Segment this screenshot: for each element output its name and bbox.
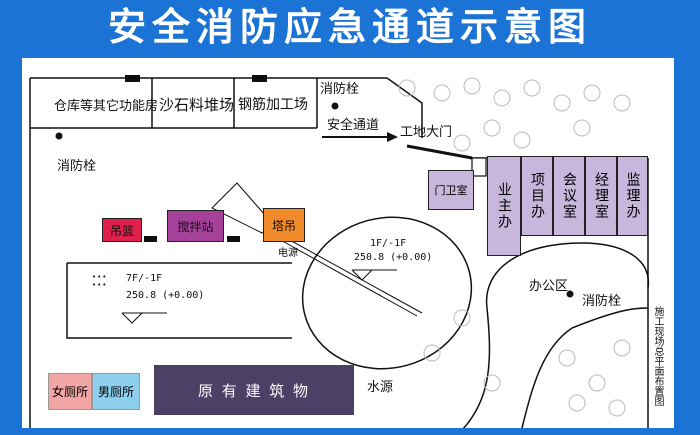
supervisor-office: 监理办 — [617, 156, 648, 236]
site-gate-label: 工地大门 — [400, 125, 453, 140]
office-area-label: 办公区 — [529, 279, 569, 294]
warehouse-label: 仓库等其它功能房 — [54, 99, 159, 114]
hanging-basket: 吊篮 — [102, 218, 142, 242]
gate-post — [471, 157, 487, 177]
mens-toilet: 男厕所 — [92, 373, 140, 410]
supervisor-office-label: 监理办 — [624, 172, 641, 220]
manager-room: 经理室 — [585, 156, 617, 236]
crane-jib — [276, 232, 423, 314]
equipment-mark — [227, 236, 240, 242]
project-office: 项目办 — [521, 156, 553, 236]
owner-office: 业主办 — [487, 156, 521, 256]
sand-yard-label: 沙石料堆场 — [159, 96, 235, 114]
road-curve — [521, 327, 573, 428]
crane-floor-label: 1F/-1F — [370, 238, 407, 249]
equipment-mark — [125, 75, 140, 82]
crane-radius — [301, 216, 473, 370]
meeting-room: 会议室 — [553, 156, 585, 236]
power-source-label: 电源 — [278, 248, 298, 259]
site-plan-panel: 仓库等其它功能房 沙石料堆场 钢筋加工场 消防栓 安全通道 工地大门 消防栓 门… — [22, 58, 674, 428]
tower-crane: 塔吊 — [263, 208, 305, 242]
womens-toilet-label: 女厕所 — [51, 385, 88, 399]
page-title: 安全消防应急通道示意图 — [107, 5, 592, 49]
water-source-label: 水源 — [367, 380, 394, 395]
manager-room-label: 经理室 — [593, 172, 609, 220]
existing-building: 原 有 建 筑 物 — [154, 365, 354, 415]
safety-passage-label: 安全通道 — [327, 118, 380, 133]
site-plan-drawing — [29, 77, 650, 428]
equipment-mark — [252, 75, 267, 82]
rebar-yard-label: 钢筋加工场 — [238, 97, 308, 113]
owner-office-label: 业主办 — [496, 182, 512, 230]
mixing-station: 搅拌站 — [167, 210, 224, 242]
hydrant-dot — [566, 290, 574, 298]
tree-decor — [398, 77, 631, 417]
dots-mark: •••••• — [92, 273, 108, 289]
crane-jib — [276, 237, 418, 317]
bldg-floor-label: 7F/-1F — [126, 273, 163, 284]
road-edge — [406, 144, 473, 160]
hydrant-dot — [331, 102, 339, 110]
existing-building-label: 原 有 建 筑 物 — [197, 381, 311, 400]
guard-room-label: 门卫室 — [434, 184, 468, 197]
mens-toilet-label: 男厕所 — [97, 385, 134, 399]
hydrant-right-label: 消防栓 — [582, 294, 622, 309]
hydrant-top-label: 消防栓 — [320, 82, 360, 97]
hydrant-dot — [55, 132, 63, 140]
bldg-elev-label: 250.8 (+0.00) — [126, 290, 205, 301]
arrow-head — [387, 132, 398, 142]
building-outline — [66, 263, 292, 339]
elev-marker — [121, 312, 143, 324]
meeting-room-label: 会议室 — [561, 172, 577, 220]
road-curve — [571, 307, 649, 329]
equipment-mark — [144, 236, 157, 242]
womens-toilet: 女厕所 — [48, 373, 92, 410]
crane-elev-label: 250.8 (+0.00) — [354, 252, 433, 263]
side-note-label: 施工现场总平面布置图 — [652, 306, 663, 406]
guard-room: 门卫室 — [428, 170, 474, 210]
tower-crane-label: 塔吊 — [271, 218, 296, 233]
hydrant-left-label: 消防栓 — [57, 159, 97, 174]
project-office-label: 项目办 — [529, 172, 545, 220]
mixing-station-label: 搅拌站 — [177, 219, 214, 234]
hanging-basket-label: 吊篮 — [109, 223, 134, 238]
elev-marker — [351, 269, 373, 281]
